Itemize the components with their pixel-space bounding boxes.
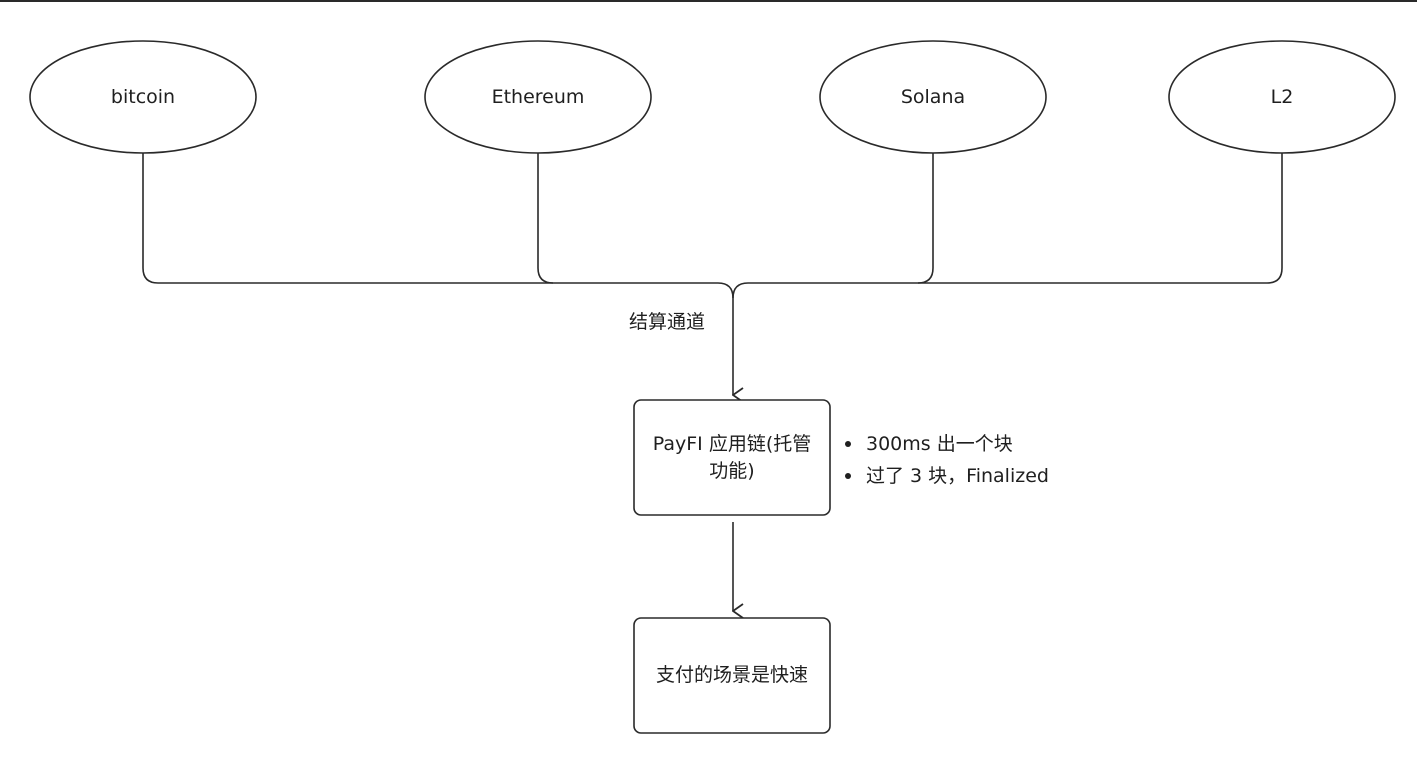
connector-ethereum [537, 153, 554, 284]
connector-l2 [732, 153, 1283, 299]
node-scenario-shape[interactable] [633, 617, 831, 734]
app-chain-notes: 300ms 出一个块 过了 3 块，Finalized [840, 428, 1049, 492]
connector-bitcoin [142, 153, 734, 299]
app-chain-label-line1: PayFI 应用链(托管 [652, 432, 812, 455]
app-chain-label-line2: 功能) [709, 459, 755, 482]
top-border [0, 0, 1417, 2]
node-solana-label: Solana [900, 85, 966, 108]
node-ethereum-label: Ethereum [491, 85, 585, 108]
note-block-time: 300ms 出一个块 [840, 428, 1049, 460]
note-finality: 过了 3 块，Finalized [840, 460, 1049, 492]
node-bitcoin-label: bitcoin [110, 85, 176, 108]
settlement-channel-label: 结算通道 [627, 307, 708, 334]
node-l2-label: L2 [1270, 85, 1294, 108]
node-app-chain-label: PayFI 应用链(托管 功能) [634, 400, 830, 515]
node-app-chain-shape[interactable] [633, 399, 831, 516]
connector-solana [917, 153, 934, 284]
node-scenario-label: 支付的场景是快速 [655, 664, 808, 686]
